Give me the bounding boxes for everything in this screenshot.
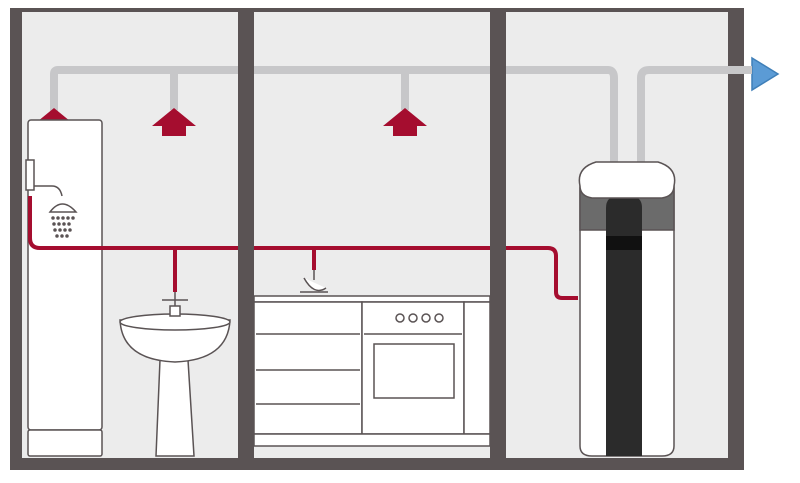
shower-head-icon	[25, 159, 78, 238]
oven	[364, 313, 462, 399]
wall-divider	[490, 10, 506, 460]
wall-top	[10, 8, 744, 12]
wall-right	[728, 10, 744, 470]
building-walls	[10, 8, 744, 470]
heat-pump-top	[578, 161, 676, 199]
oven-knob	[395, 313, 405, 323]
oven-knob	[421, 313, 431, 323]
wall-divider	[238, 10, 254, 460]
arrow-up-icon	[152, 108, 196, 136]
heat-pump-display	[606, 236, 642, 250]
wash-basin	[119, 313, 231, 457]
faucet-icon	[300, 268, 328, 293]
exhaust-duct	[50, 66, 752, 162]
faucet-icon	[162, 292, 188, 317]
heat-pump-stripe	[606, 196, 642, 456]
floor	[10, 458, 744, 470]
wall-left	[10, 10, 22, 470]
arrow-up-icon	[383, 108, 427, 136]
heat-pump-water-heater	[578, 161, 676, 457]
shower-cabinet	[27, 119, 103, 457]
hot-water-pipe	[28, 196, 578, 300]
oven-knob	[434, 313, 444, 323]
duct-wall-penetration	[728, 66, 752, 74]
oven-knob	[408, 313, 418, 323]
